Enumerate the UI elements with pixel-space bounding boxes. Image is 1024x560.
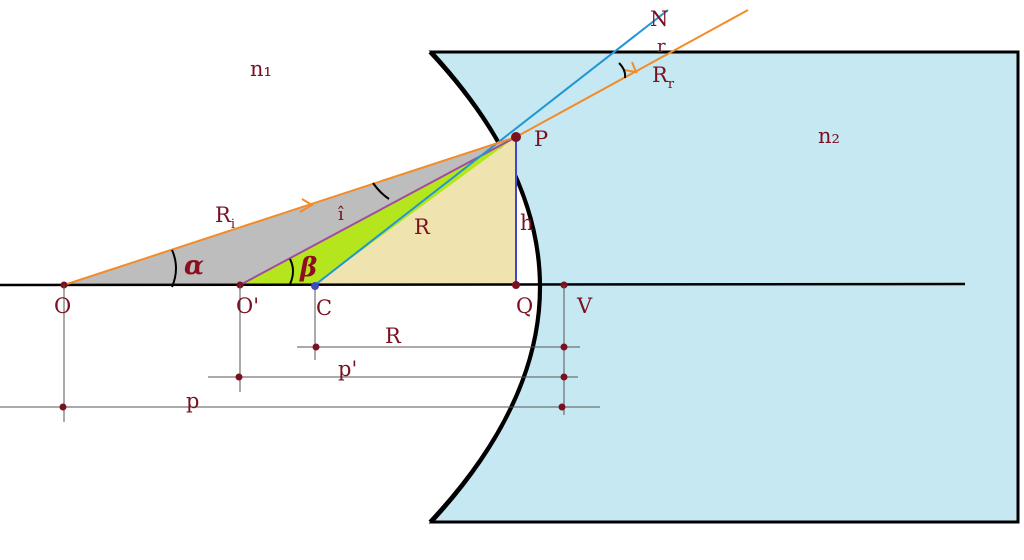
spherical-surface <box>428 50 542 524</box>
dim-dot-R-left <box>312 343 320 351</box>
incident-ray <box>63 136 517 286</box>
angle-r-arc <box>618 62 627 79</box>
point-P-label: P <box>534 127 548 151</box>
angle-alpha-label: α <box>184 251 204 281</box>
triangle-radius-region <box>315 137 516 285</box>
optical-axis <box>0 282 966 287</box>
medium-n2-region <box>428 50 1020 524</box>
point-V-label: V <box>576 294 593 318</box>
beta-arc <box>289 258 294 285</box>
refracted-ray <box>515 9 749 138</box>
image-ray-line <box>239 136 517 286</box>
point-C-label: C <box>316 296 332 320</box>
angle-beta-label: β <box>299 253 317 283</box>
point-O-label: O <box>54 294 71 318</box>
dim-dot-R-right <box>560 343 568 351</box>
angle-i-arc <box>372 182 390 200</box>
height-label: h <box>520 211 534 235</box>
angle-r-label: r <box>657 36 666 57</box>
incident-ray-arrow <box>299 198 314 213</box>
point-Q-label: Q <box>516 294 533 318</box>
refracted-ray-arrow <box>623 61 638 74</box>
angle-i-label: î <box>338 204 344 225</box>
dim-dot-p-prime-left <box>235 373 243 381</box>
point-O-prime-label: O' <box>236 294 259 318</box>
medium-n1-label: n₁ <box>250 57 272 81</box>
point-N-label: N <box>650 7 668 31</box>
dim-dot-p-prime-right <box>560 373 568 381</box>
refracted-ray-label: Rr <box>652 63 675 92</box>
point-Q-dot <box>512 281 520 289</box>
normal-line <box>314 9 669 286</box>
distance-p-prime-label: p' <box>338 357 357 381</box>
distance-p-label: p <box>186 389 199 413</box>
dim-dot-p-right <box>558 403 566 411</box>
alpha-arc <box>171 249 177 288</box>
medium-n2-label: n₂ <box>818 124 840 148</box>
incident-ray-label: Ri <box>215 203 235 232</box>
dim-dot-p-left <box>59 403 67 411</box>
normal-radius-label: R <box>414 215 431 239</box>
point-P-dot <box>511 132 521 142</box>
distance-R-label: R <box>385 324 402 348</box>
